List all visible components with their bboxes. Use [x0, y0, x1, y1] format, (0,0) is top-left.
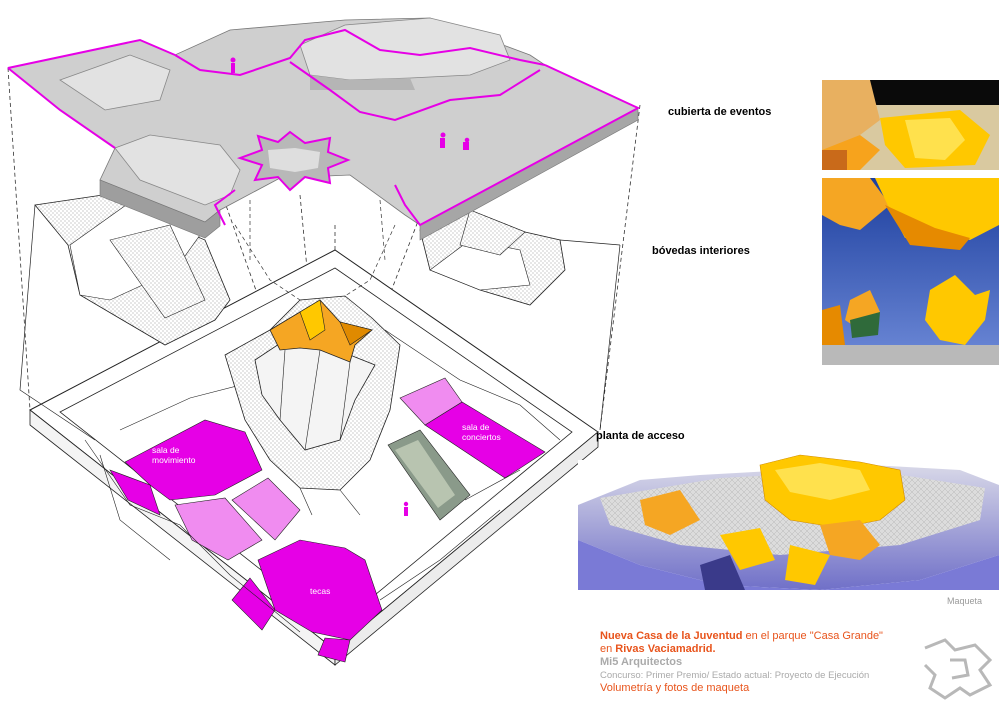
room-label-line: movimiento — [152, 455, 196, 465]
caption-location-name: Rivas Vaciamadrid. — [615, 643, 716, 655]
caption-subtitle: Volumetría y fotos de maqueta — [600, 682, 750, 694]
model-photo-large — [578, 454, 999, 590]
central-vault — [224, 295, 401, 516]
ground-layer-label: planta de acceso — [596, 430, 685, 442]
caption-location-prefix: en — [600, 643, 616, 655]
roof-layer-label: cubierta de eventos — [668, 106, 772, 118]
room-label-line: sala de — [462, 422, 490, 432]
vaults-layer-label: bóvedas interiores — [652, 245, 750, 257]
tecas-label: tecas — [310, 586, 331, 596]
mi5-logo-icon — [923, 638, 993, 700]
person-figure — [403, 501, 409, 516]
roof-slab — [7, 17, 641, 241]
model-photo-top — [822, 80, 999, 170]
caption-status: Concurso: Primer Premio/ Estado actual: … — [600, 670, 870, 681]
sala-movimiento-area — [124, 419, 263, 501]
maqueta-label: Maqueta — [947, 596, 983, 606]
sala-movimiento-label: sala de movimiento — [152, 445, 195, 465]
room-label-line: conciertos — [462, 432, 501, 442]
caption-architects: Mi5 Arquitectos — [600, 656, 683, 668]
caption-title: Nueva Casa de la Juventud en el parque "… — [600, 630, 930, 643]
caption-title-rest: en el parque "Casa Grande" — [742, 630, 883, 642]
person-figure — [230, 57, 470, 150]
room-label-line: sala de — [152, 445, 180, 455]
sala-conciertos-label: sala de conciertos — [462, 422, 501, 442]
project-caption: Nueva Casa de la Juventud en el parque "… — [600, 630, 930, 695]
caption-location: en Rivas Vaciamadrid. — [600, 643, 930, 656]
caption-title-bold: Nueva Casa de la Juventud — [600, 630, 743, 642]
model-photo-middle — [822, 178, 999, 365]
tecas-area — [257, 539, 383, 641]
